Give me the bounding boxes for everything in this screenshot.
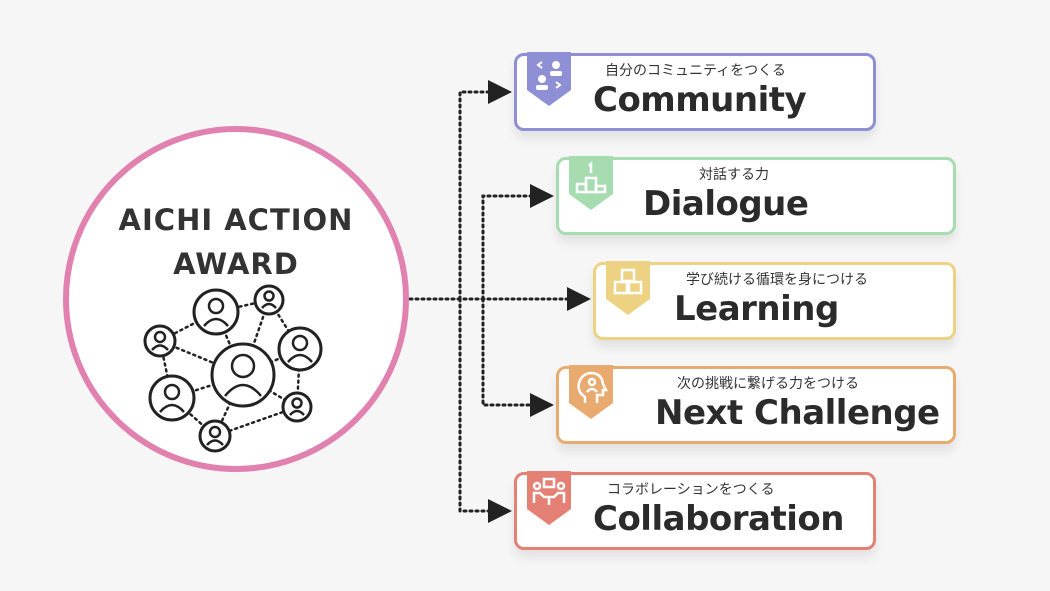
people-network-icon xyxy=(143,284,323,453)
title-line-1: AICHI ACTION xyxy=(118,203,354,237)
dialogue-label: Dialogue xyxy=(643,184,809,224)
card-dialogue[interactable]: 対話する力 Dialogue xyxy=(556,156,956,235)
podium-icon xyxy=(569,156,613,210)
collaboration-label: Collaboration xyxy=(593,499,844,539)
community-subtitle: 自分のコミュニティをつくる xyxy=(605,63,786,79)
collaboration-icon xyxy=(527,471,571,525)
title-line-2: AWARD xyxy=(173,247,299,281)
card-community[interactable]: 自分のコミュニティをつくる Community xyxy=(514,52,876,131)
learning-subtitle: 学び続ける循環を身につける xyxy=(686,272,868,288)
blocks-icon xyxy=(606,261,650,315)
head-person-icon xyxy=(569,365,613,419)
dialogue-subtitle: 対話する力 xyxy=(699,167,769,183)
community-exchange-icon xyxy=(527,52,571,106)
award-title: AICHI ACTION AWARD xyxy=(69,198,403,286)
card-next-challenge[interactable]: 次の挑戦に繋げる力をつける Next Challenge xyxy=(556,365,956,444)
card-learning[interactable]: 学び続ける循環を身につける Learning xyxy=(593,261,956,340)
next-challenge-subtitle: 次の挑戦に繋げる力をつける xyxy=(677,376,859,392)
collaboration-subtitle: コラボレーションをつくる xyxy=(607,482,775,498)
learning-label: Learning xyxy=(674,289,839,329)
card-collaboration[interactable]: コラボレーションをつくる Collaboration xyxy=(514,471,876,550)
next-challenge-label: Next Challenge xyxy=(655,393,940,433)
aichi-action-award-circle: AICHI ACTION AWARD xyxy=(63,126,409,472)
community-label: Community xyxy=(593,80,807,120)
